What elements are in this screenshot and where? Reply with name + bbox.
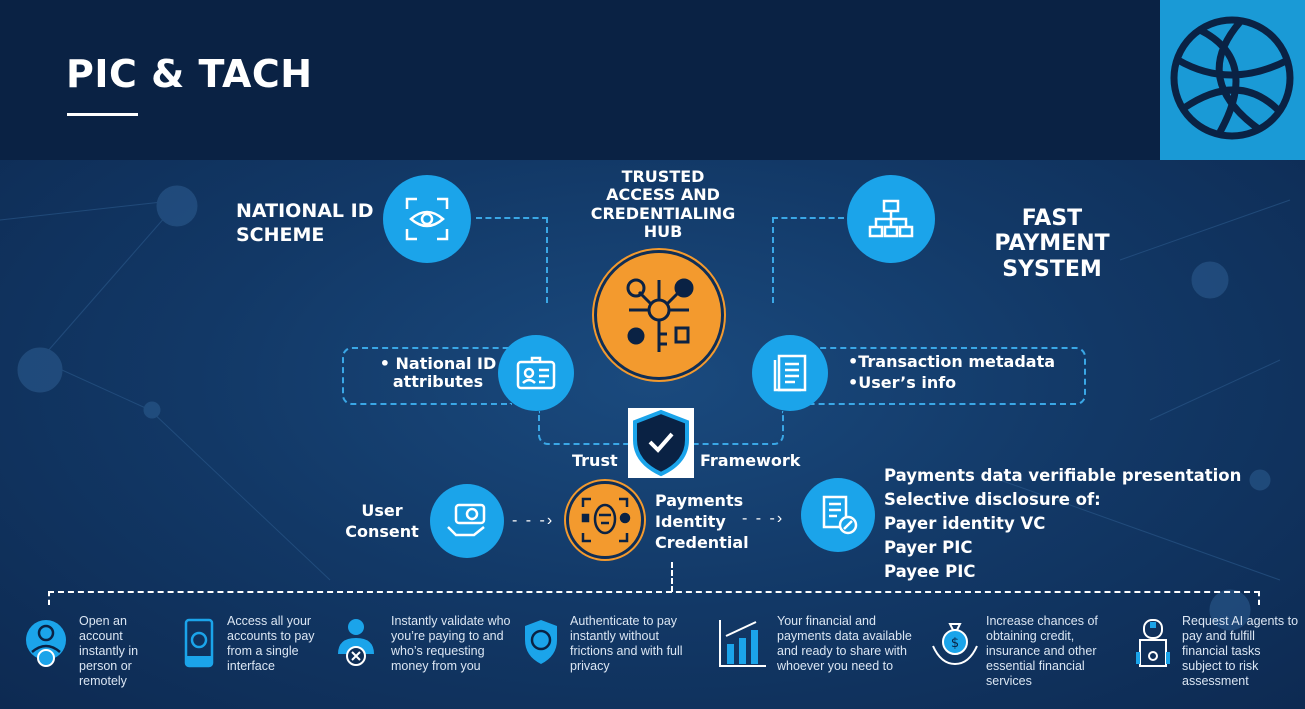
fps-label: FAST PAYMENT SYSTEM: [994, 206, 1110, 282]
consent-hand-icon: [430, 484, 504, 558]
globe-logo-icon: [1160, 0, 1305, 160]
feature-text: Access all your accounts to pay from a s…: [227, 614, 315, 673]
document-icon: [752, 335, 828, 411]
framework-label: Framework: [700, 451, 801, 470]
connector-left: [476, 217, 548, 303]
presentation-line: Payee PIC: [884, 562, 976, 581]
hub-label: TRUSTED ACCESS AND CREDENTIALING HUB: [590, 167, 736, 242]
feature-text: Open an account instantly in person or r…: [79, 614, 139, 688]
presentation-line: Payments data verifiable presentation: [884, 466, 1242, 485]
metadata-box: [790, 347, 1086, 405]
id-card-icon: [498, 335, 574, 411]
eye-scan-icon: [383, 175, 471, 263]
user-consent-label: User Consent: [345, 501, 419, 541]
shield-check-icon: [626, 406, 696, 480]
hub-key-icon: [594, 250, 724, 380]
arrow-icon: - - -›: [512, 512, 555, 529]
svg-text:$: $: [951, 636, 959, 651]
feature-text: Request AI agents to pay and fulfill fin…: [1182, 614, 1299, 688]
trust-label: Trust: [572, 451, 618, 470]
id-attributes-label: • National ID attributes: [379, 354, 497, 392]
feature-text: Instantly validate who you’re paying to …: [391, 614, 511, 673]
title-underline: [67, 113, 138, 116]
presentation-line: Selective disclosure of:: [884, 490, 1101, 509]
features-bracket: [48, 591, 1260, 605]
pic-label: Payments Identity Credential: [655, 491, 749, 552]
header: PIC & TACH: [0, 0, 1305, 160]
network-icon: [847, 175, 935, 263]
receipt-percent-icon: [801, 478, 875, 552]
face-id-icon: [566, 481, 644, 559]
arrow-icon: - - -›: [742, 510, 785, 527]
national-id-label: NATIONAL ID SCHEME: [236, 200, 374, 246]
feature-text: Your financial and payments data availab…: [777, 614, 912, 673]
feature-text: Increase chances of obtaining credit, in…: [986, 614, 1098, 688]
id-attributes-box: [342, 347, 512, 405]
robot-icon: [1136, 618, 1170, 673]
user-x-icon: [336, 618, 380, 673]
tx-metadata-label: •Transaction metadata: [848, 352, 1056, 371]
users-info-label: •User’s info: [848, 373, 957, 392]
feature-text: Authenticate to pay instantly without fr…: [570, 614, 683, 673]
bar-chart-icon: [718, 618, 768, 673]
connector-right: [772, 217, 844, 303]
shield-user-icon: [523, 618, 559, 673]
presentation-list: Payments data verifiable presentation Se…: [884, 464, 1241, 584]
features-connector: [671, 562, 673, 592]
presentation-line: Payer identity VC: [884, 514, 1046, 533]
user-check-icon: [24, 618, 68, 673]
money-bag-hands-icon: $: [930, 618, 980, 673]
phone-user-icon: [184, 618, 214, 673]
page-title: PIC & TACH: [66, 52, 313, 96]
presentation-line: Payer PIC: [884, 538, 973, 557]
